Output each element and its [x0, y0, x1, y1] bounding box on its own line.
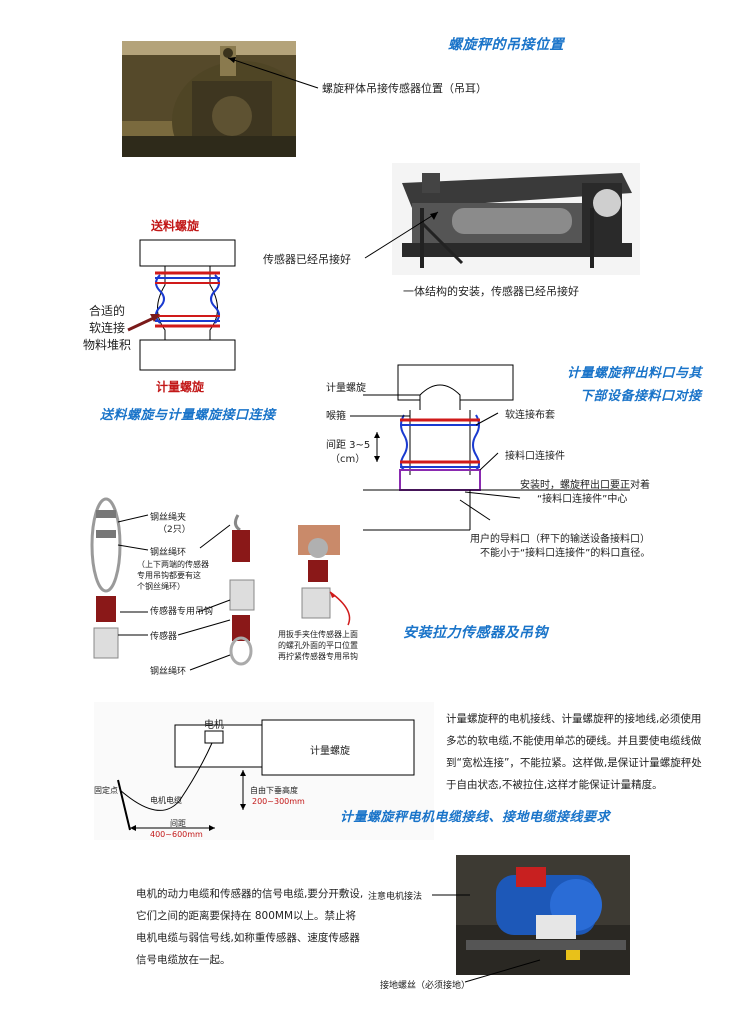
gap-unit: （cm） — [330, 454, 366, 465]
soft-connection-label: 合适的 软连接 物料堆积 — [83, 303, 131, 354]
connector-label: 接料口连接件 — [505, 451, 565, 462]
rope-ring-label: 钢丝绳环 — [150, 548, 187, 558]
section3-title-line1: 计量螺旋秤出料口与其 — [567, 366, 703, 381]
clip-label: 钢丝绳夹 — [150, 513, 187, 523]
motor-wiring-line1: 计量螺旋秤的电机接线、计量螺旋秤的接地线,必须使用 — [446, 713, 702, 725]
cable-separation-line3: 电机电缆与弱信号线,如称重传感器、速度传感器 — [136, 932, 360, 944]
free-drop-label: 自由下垂高度 — [250, 786, 298, 795]
outlet-screw-label: 计量螺旋 — [326, 383, 366, 394]
integrated-caption: 一体结构的安装，传感器已经吊接好 — [403, 285, 579, 298]
free-drop-value: 200~300mm — [252, 797, 305, 806]
ground-screw-note: 接地螺丝（必须接地） — [380, 981, 471, 991]
cable-separation-line4: 信号电缆放在一起。 — [136, 954, 231, 966]
inlet-note-line1: 用户的导料口（秤下的输送设备接料口） — [470, 534, 650, 545]
rope-ring-note: （上下两端的传感器 专用吊钩都要有这 个钢丝绳环） — [137, 559, 209, 592]
motor-photo — [456, 855, 630, 975]
motor-wiring-line2: 多芯的软电缆,不能使用单芯的硬线。并且要使电缆线做 — [446, 735, 702, 747]
center-note-line1: 安装时，螺旋秤出口要正对着 — [520, 480, 650, 491]
gap-label: 间距 3~5 — [326, 440, 371, 451]
wrench-note-line2: 的螺孔外面的平口位置 — [278, 641, 358, 650]
spacing-value: 400~600mm — [150, 830, 203, 839]
weigh-screw-box-label: 计量螺旋 — [310, 746, 350, 757]
motor-wiring-paragraph: 计量螺旋秤的电机接线、计量螺旋秤的接地线,必须使用 多芯的软电缆,不能使用单芯的… — [446, 708, 702, 796]
motor-cable-label: 电机电缆 — [150, 796, 182, 805]
clip-count: （2只） — [158, 525, 191, 535]
cable-separation-paragraph: 电机的动力电缆和传感器的信号电缆,要分开敷设, 它们之间的距离要保持在 800M… — [136, 883, 363, 971]
weigh-screw-label: 计量螺旋 — [156, 380, 205, 394]
wrench-note: 用扳手夹住传感器上面 的螺孔外面的平口位置 再拧紧传感器专用吊钩 — [278, 629, 358, 662]
motor-wiring-line4: 于自由状态,不被拉住,这样才能保证计量精度。 — [446, 779, 663, 791]
section5-title: 计量螺旋秤电机电缆接线、接地电缆接线要求 — [340, 810, 611, 825]
soft-connection-line3: 物料堆积 — [83, 338, 132, 352]
fixed-point-label: 固定点 — [94, 786, 118, 795]
soft-connection-line1: 合适的 — [89, 304, 126, 318]
soft-connection-line2: 软连接 — [89, 321, 126, 335]
rope-ring-label-bottom: 钢丝绳环 — [150, 667, 187, 677]
cloth-cover-label: 软连接布套 — [505, 410, 555, 421]
cable-separation-line2: 它们之间的距离要保持在 800MM以上。禁止将 — [136, 910, 356, 922]
cable-separation-line1: 电机的动力电缆和传感器的信号电缆,要分开敷设, — [136, 888, 364, 900]
section3-title-line2: 下部设备接料口对接 — [580, 389, 702, 404]
lug-caption: 螺旋秤体吊接传感器位置（吊耳） — [322, 82, 487, 95]
rope-ring-note-line3: 个钢丝绳环） — [137, 582, 185, 591]
wrench-note-line1: 用扳手夹住传感器上面 — [278, 630, 358, 639]
load-cell-label: 传感器 — [150, 632, 178, 642]
wrench-note-line3: 再拧紧传感器专用吊钩 — [278, 652, 358, 661]
motor-wiring-line3: 到“宽松连接”，不能拉紧。这样做,是保证计量螺旋秤处 — [446, 757, 702, 769]
section1-title: 螺旋秤的吊接位置 — [448, 37, 564, 53]
spacing-label: 间距 — [170, 819, 186, 828]
center-note-line2: “接料口连接件”中心 — [537, 494, 628, 505]
hose-clamp-label: 喉箍 — [326, 411, 346, 422]
inlet-note-line2: 不能小于“接料口连接件”的料口直径。 — [480, 548, 651, 559]
hook-label: 传感器专用吊钩 — [150, 607, 214, 617]
motor-label: 电机 — [204, 720, 224, 731]
section4-title: 安装拉力传感器及吊钩 — [403, 625, 548, 641]
rope-ring-note-line2: 专用吊钩都要有这 — [137, 571, 201, 580]
motor-wiring-note: 注意电机接法 — [368, 892, 423, 902]
sensor-hooked-label: 传感器已经吊接好 — [263, 253, 351, 266]
rope-ring-note-line1: （上下两端的传感器 — [137, 560, 209, 569]
section2-title: 送料螺旋与计量螺旋接口连接 — [100, 408, 276, 423]
feed-screw-label: 送料螺旋 — [151, 219, 200, 233]
